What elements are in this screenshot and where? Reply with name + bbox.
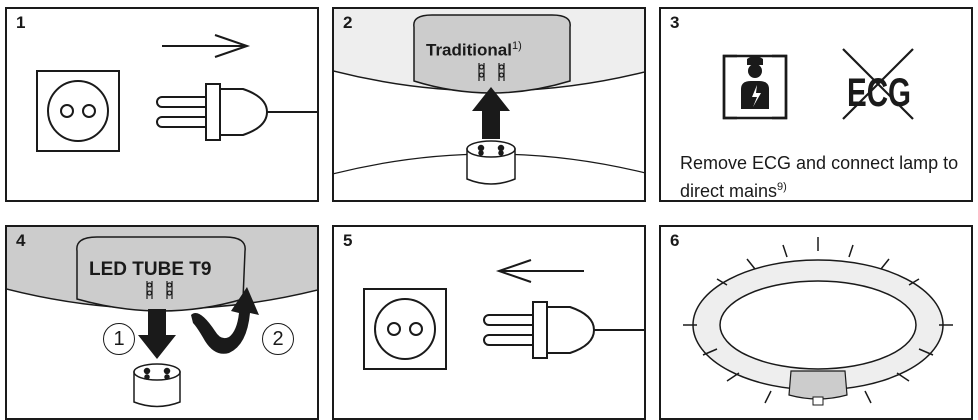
lit-lamp-illustration	[683, 237, 953, 406]
led-tube-label: LED TUBE T9	[89, 259, 212, 280]
plug-icon	[156, 83, 317, 141]
panel-number: 2	[343, 13, 353, 32]
plug-socket-icon	[363, 288, 447, 370]
step-2-marker: 2	[262, 323, 294, 355]
panel-2: 2 Traditional1)	[332, 7, 646, 202]
panel-6: 6	[659, 225, 973, 420]
plug-icon	[483, 301, 644, 359]
footnote-marker: 1)	[511, 40, 522, 52]
plug-in-illustration	[363, 259, 644, 370]
remove-tube-illustration	[334, 9, 644, 185]
panel-number: 1	[16, 13, 26, 32]
arrow-left-icon	[495, 259, 584, 283]
circular-lamp-icon	[7, 227, 317, 312]
panel-number: 5	[343, 231, 353, 250]
traditional-label: Traditional1)	[426, 40, 522, 60]
panel-1: 1	[5, 7, 319, 202]
electrician-ecg-illustration: ECG	[722, 48, 914, 129]
panel-4: 4 LED TUBE T9 1 2	[5, 225, 319, 420]
lamp-socket-icon	[133, 363, 181, 408]
panel-3: 3 ECG Remove ECG and connect lamp to dir…	[659, 7, 973, 202]
rotate-arrow-icon	[191, 287, 259, 354]
panel-number: 3	[670, 13, 680, 32]
plug-socket-icon	[36, 70, 120, 152]
panel-5: 5	[332, 225, 646, 420]
arrow-right-icon	[162, 34, 251, 58]
arrow-up-icon	[472, 87, 510, 139]
light-rays	[683, 237, 953, 404]
electrician-icon	[722, 51, 788, 129]
circular-lamp-icon	[334, 9, 644, 175]
crossed-ecg-icon: ECG	[842, 48, 914, 120]
panel-number: 4	[16, 231, 26, 250]
panel-number: 6	[670, 231, 680, 250]
step-1-marker: 1	[103, 323, 135, 355]
arrow-down-icon	[138, 309, 176, 359]
unplug-illustration	[36, 34, 317, 152]
footnote-marker: 9)	[777, 181, 787, 193]
instruction-caption: Remove ECG and connect lamp to direct ma…	[680, 153, 959, 201]
lamp-socket-icon	[466, 140, 516, 185]
circular-lamp-icon	[692, 259, 944, 406]
insert-led-tube-illustration	[7, 227, 317, 408]
